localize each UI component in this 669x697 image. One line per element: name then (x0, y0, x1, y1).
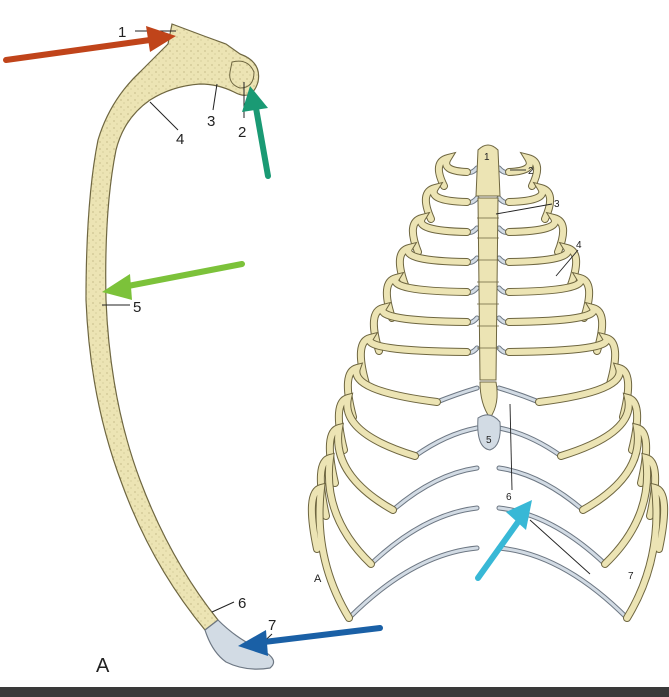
red-arrow (3, 26, 176, 63)
left-costal-cartilage-11 (368, 505, 480, 567)
sternum-xiphoid (479, 381, 498, 419)
rib-label-3: 3 (207, 113, 215, 130)
right-rib-fill-4 (506, 243, 580, 288)
annotation-arrows (3, 26, 532, 656)
right-costal-cartilage-fill-12 (497, 546, 629, 620)
left-costal-cartilage-fill-10 (391, 466, 479, 512)
left-rib-fill-2 (422, 183, 470, 222)
rib-label-7: 7 (268, 617, 276, 634)
left-rib-fill-1 (435, 153, 470, 189)
rib-speckle (86, 24, 259, 630)
rib-label-6: 6 (238, 595, 246, 612)
sternum (475, 144, 501, 451)
left-rib-fill-8 (344, 363, 440, 420)
sternum-segment-lines (477, 217, 499, 349)
right-rib-fill-6 (506, 303, 606, 354)
rib-label-5: 5 (133, 299, 141, 316)
ribcage-illustration: 1 2 3 4 5 6 7 A (307, 144, 669, 622)
right-rib-fill-2 (506, 183, 554, 222)
single-rib-illustration: 1 2 3 4 5 6 7 A (85, 23, 276, 677)
left-costal-cartilage-fill-8 (435, 386, 479, 404)
ribcage-label-3: 3 (554, 199, 560, 210)
rib-label-1: 1 (118, 24, 126, 41)
rib-label-4: 4 (176, 131, 184, 148)
right-costal-cartilage-fill-10 (497, 466, 585, 512)
ribcage-label-7: 7 (628, 571, 634, 582)
left-costal-cartilage-fill-11 (369, 506, 479, 566)
ribcage-panel-letter: A (314, 573, 322, 585)
right-costal-cartilage-9 (496, 425, 564, 459)
left-rib-fill-3 (409, 213, 470, 255)
right-costal-cartilage-fill-8 (497, 386, 541, 404)
ribcage-leader-lines (495, 169, 591, 575)
left-costal-cartilage-9 (412, 425, 480, 459)
right-rib-fill-7 (506, 333, 619, 387)
left-rib-fill-7 (357, 333, 470, 387)
left-costal-cartilage-fill-9 (413, 426, 479, 458)
ribcage-label-6: 6 (506, 492, 512, 503)
left-rib-fill-4 (396, 243, 470, 288)
ribcage-left-ribs (307, 151, 480, 622)
ribcage-label-2: 2 (528, 166, 534, 177)
blue-arrow (238, 625, 383, 656)
ribcage-label-1: 1 (484, 152, 490, 163)
right-rib-fill-8 (536, 363, 632, 420)
ribcage-label-5: 5 (486, 435, 492, 446)
xiphoid-cartilage (477, 414, 501, 451)
lime-arrow (102, 261, 245, 300)
right-rib-fill-12 (624, 484, 668, 621)
right-rib-fill-3 (506, 213, 567, 255)
left-costal-cartilage-10 (390, 465, 480, 513)
left-rib-fill-6 (370, 303, 470, 354)
left-costal-cartilage-fill-12 (347, 546, 479, 620)
left-rib-fill-5 (383, 273, 470, 321)
sternum-body (477, 197, 499, 381)
right-costal-cartilage-fill-9 (497, 426, 563, 458)
right-rib-fill-5 (506, 273, 593, 321)
teal-arrow (242, 86, 271, 179)
left-rib-fill-12 (308, 484, 352, 621)
rib-label-2: 2 (238, 124, 246, 141)
rib-panel-letter: A (96, 655, 110, 677)
cyan-arrow (475, 500, 532, 581)
rib-costal-cartilage (204, 619, 275, 670)
bottom-bar (0, 687, 669, 697)
right-rib-fill-9 (558, 393, 641, 459)
ribcage-label-4: 4 (576, 240, 582, 251)
left-rib-fill-9 (335, 393, 418, 459)
sternum-manubrium (475, 144, 501, 197)
rib-tubercle (229, 60, 255, 89)
ribcage-right-ribs (496, 151, 669, 622)
